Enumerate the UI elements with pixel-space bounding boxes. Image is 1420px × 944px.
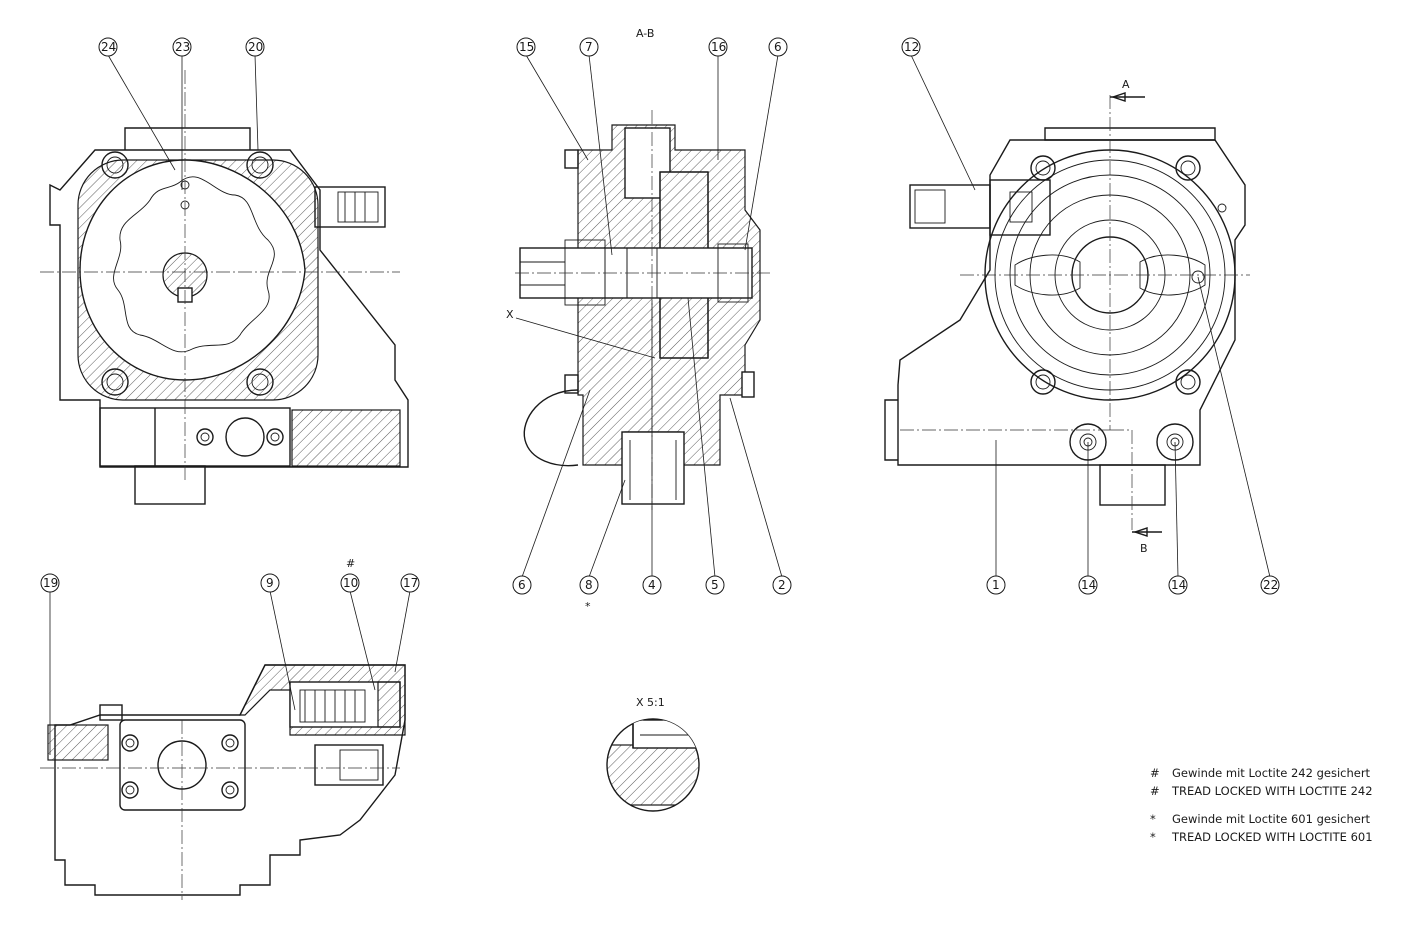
balloon-19: 19 [40,573,60,593]
balloon-8: 8 [579,575,599,595]
svg-text:16: 16 [711,40,726,54]
balloon-6-bottom: 6 [512,575,532,595]
section-marker-a: A [1122,78,1130,91]
svg-text:19: 19 [43,576,58,590]
detail-x-marker: X [506,308,514,321]
balloon-9: 9 [260,573,280,593]
side-view [40,664,406,900]
svg-text:1: 1 [992,578,1000,592]
svg-text:6: 6 [518,578,526,592]
note-2-symbol: # [1150,784,1160,798]
balloon-7: 7 [579,37,599,57]
notes: # Gewinde mit Loctite 242 gesichert # TR… [1150,766,1373,844]
svg-text:6: 6 [774,40,782,54]
note-1-text: Gewinde mit Loctite 242 gesichert [1172,766,1371,780]
balloon-20: 20 [245,37,265,57]
leader-lines [49,54,1271,755]
svg-text:14: 14 [1171,578,1186,592]
balloon-15: 15 [516,37,536,57]
svg-text:10: 10 [343,576,358,590]
note-3-text: Gewinde mit Loctite 601 gesichert [1172,812,1371,826]
svg-text:5: 5 [711,578,719,592]
balloon-14-right: 14 [1168,575,1188,595]
balloon-5: 5 [705,575,725,595]
note-1-symbol: # [1150,766,1160,780]
rear-view: A B [884,78,1250,555]
balloons: 24 23 20 15 7 16 6 6 8 4 5 2 * 12 1 14 1… [40,37,1280,613]
balloon-12: 12 [901,37,921,57]
balloon-2: 2 [772,575,792,595]
balloon-14-left: 14 [1078,575,1098,595]
svg-text:17: 17 [403,576,418,590]
balloon-22: 22 [1260,575,1280,595]
svg-text:24: 24 [101,40,116,54]
balloon-6-top: 6 [768,37,788,57]
svg-text:22: 22 [1263,578,1278,592]
svg-text:7: 7 [585,40,593,54]
note-2-text: TREAD LOCKED WITH LOCTITE 242 [1171,784,1373,798]
svg-text:4: 4 [648,578,656,592]
balloon-17: 17 [400,573,420,593]
section-title: A-B [636,27,654,40]
svg-text:20: 20 [248,40,263,54]
svg-text:2: 2 [778,578,786,592]
detail-label: X 5:1 [636,696,665,709]
note-3-symbol: * [1150,812,1156,826]
svg-text:9: 9 [266,576,274,590]
balloon-1: 1 [986,575,1006,595]
detail-view: X 5:1 [606,696,700,812]
svg-text:14: 14 [1081,578,1096,592]
balloon-16: 16 [708,37,728,57]
svg-text:12: 12 [904,40,919,54]
balloon-8-symbol: * [585,600,591,613]
svg-text:15: 15 [519,40,534,54]
note-4-text: TREAD LOCKED WITH LOCTITE 601 [1171,830,1373,844]
balloon-4: 4 [642,575,662,595]
section-view: A-B X [506,27,770,510]
balloon-24: 24 [98,37,118,57]
balloon-10-symbol: # [346,557,355,570]
svg-text:8: 8 [585,578,593,592]
svg-text:23: 23 [175,40,190,54]
section-marker-b: B [1140,542,1148,555]
note-4-symbol: * [1150,830,1156,844]
front-view [40,70,409,505]
balloon-10: 10 [340,573,360,593]
balloon-23: 23 [172,37,192,57]
